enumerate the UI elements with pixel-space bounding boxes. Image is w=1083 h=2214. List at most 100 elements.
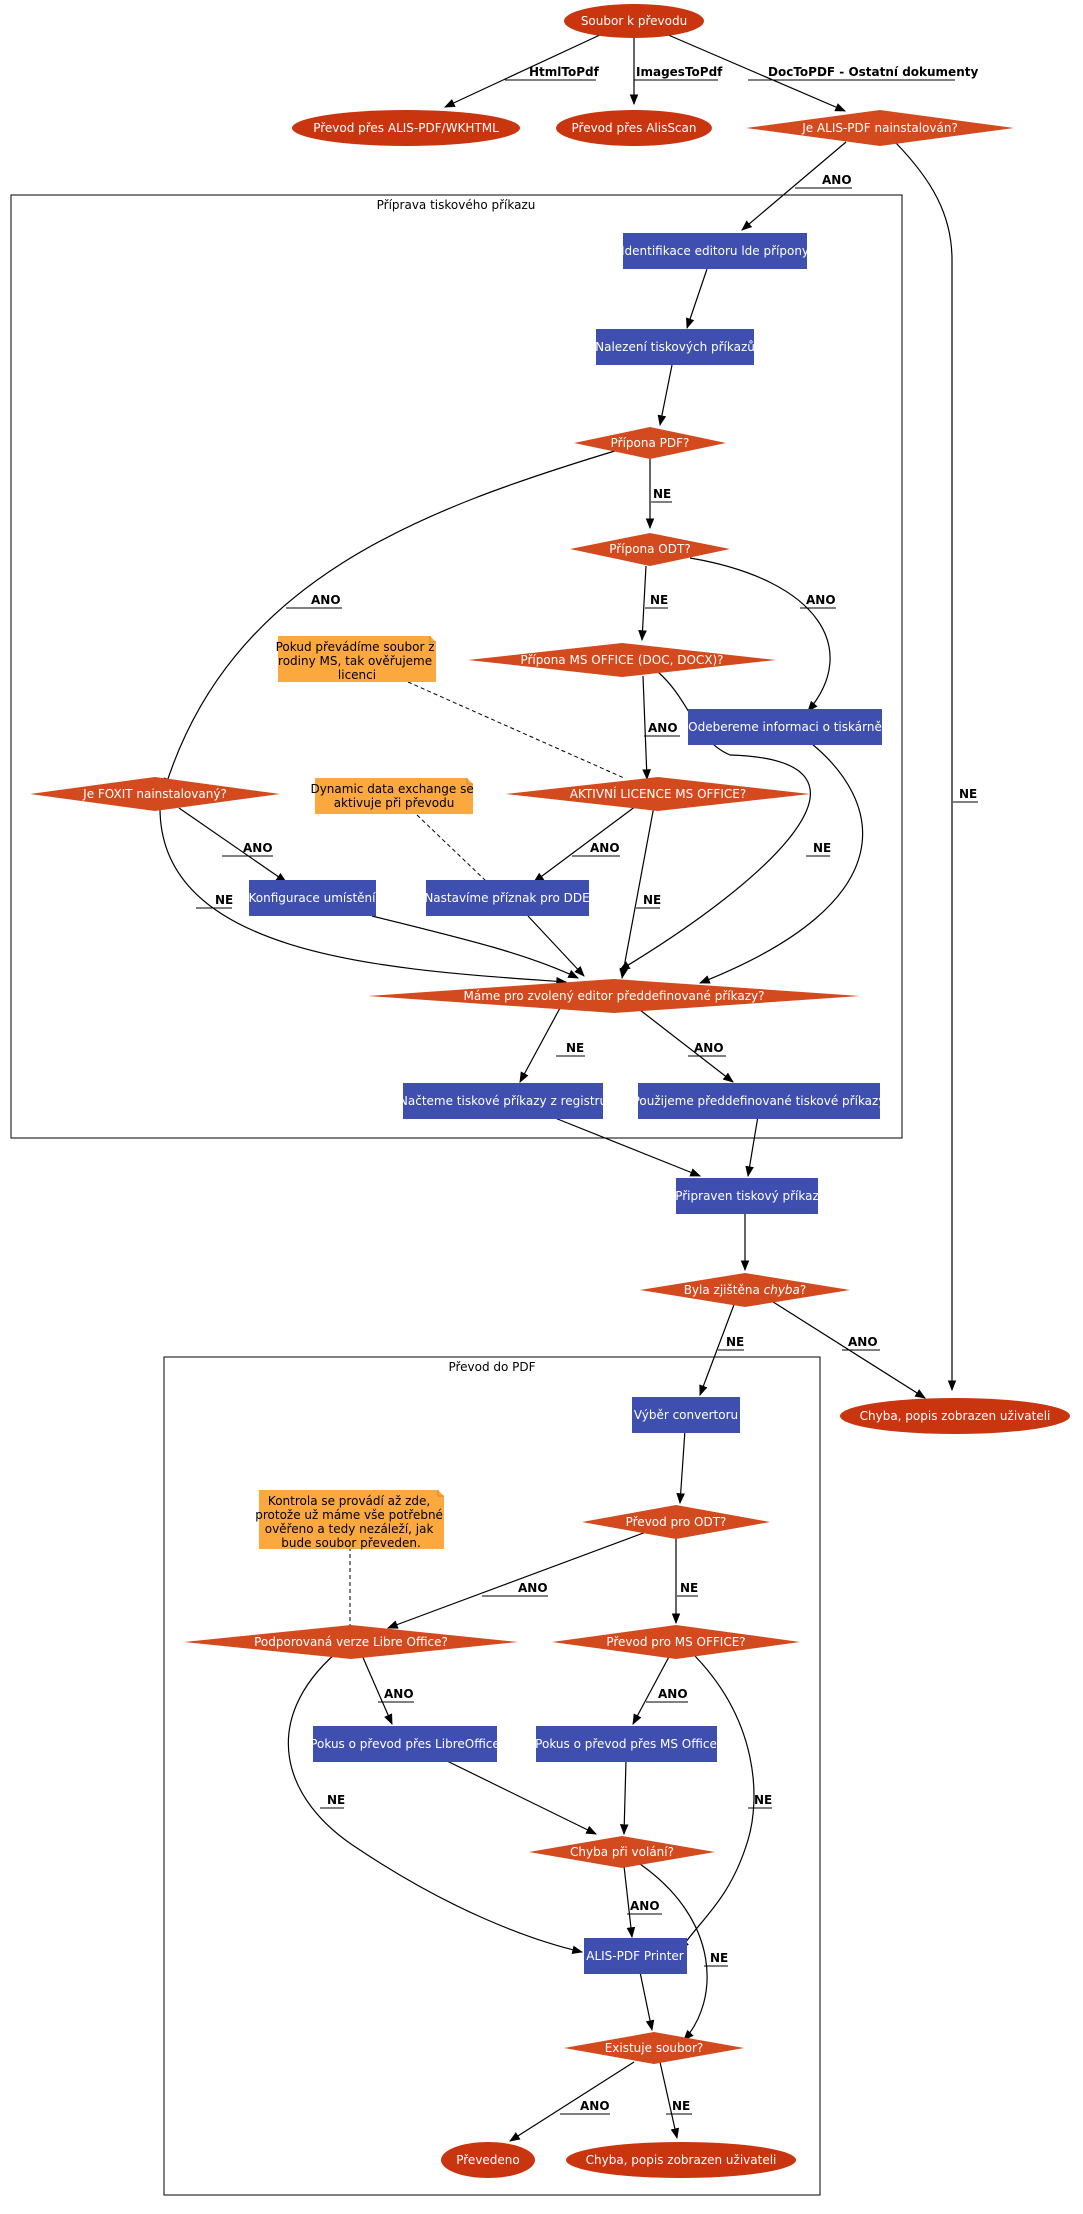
node-ext-pdf xyxy=(574,427,726,459)
node-start xyxy=(564,4,704,38)
node-alisscan xyxy=(556,110,712,146)
cluster-prep-title: Příprava tiskového příkazu xyxy=(377,198,536,212)
cluster-convert xyxy=(163,1356,821,2196)
edge-lo-trylo xyxy=(360,1652,393,1725)
note-ms-license xyxy=(278,636,436,682)
edge-convms-printer xyxy=(679,1650,755,1951)
edge-convodt-lo xyxy=(386,1531,647,1629)
node-converted xyxy=(441,2142,535,2178)
node-dde-flag-label: Nastavíme příznak pro DDE xyxy=(424,891,589,905)
label-callerror-yes: ANO xyxy=(630,1899,660,1913)
node-printer-info xyxy=(688,709,882,745)
note-dde-text: Dynamic data exchange se aktivuje při př… xyxy=(310,782,477,810)
edge-dde-predefined xyxy=(527,915,585,977)
label-lo-no: NE xyxy=(327,1793,345,1807)
label-extodt-no: NE xyxy=(650,593,668,607)
node-ms-license-label: AKTIVNÍ LICENCE MS OFFICE? xyxy=(570,786,746,801)
note-lo xyxy=(259,1490,444,1549)
node-printer-info-label: Odebereme informaci o tiskárně xyxy=(688,720,882,734)
label-doctopdf: DocToPDF - Ostatní dokumenty xyxy=(768,65,978,79)
node-identify-label: Identifikace editoru lde přípony xyxy=(621,244,809,258)
edge-findcmds-extpdf xyxy=(657,364,673,427)
label-htmltopdf: HtmlToPdf xyxy=(529,65,600,79)
node-converter-select-label: Výběr convertoru xyxy=(634,1408,738,1422)
edge-labels: HtmlToPdf ImagesToPdf DocToPDF - Ostatní… xyxy=(196,65,978,2115)
node-config xyxy=(249,880,376,916)
node-foxit xyxy=(30,777,280,811)
node-foxit-label: Je FOXIT nainstalovaný? xyxy=(82,787,227,801)
node-call-error-label: Chyba při volání? xyxy=(570,1845,674,1859)
node-cmd-ready xyxy=(676,1178,818,1214)
node-error-user-1 xyxy=(840,1398,1070,1434)
node-conv-ms xyxy=(552,1625,800,1659)
node-call-error xyxy=(529,1836,715,1868)
label-convms-yes: ANO xyxy=(658,1687,688,1701)
node-ext-odt xyxy=(570,533,730,566)
label-extms-yes: ANO xyxy=(648,721,678,735)
edge-extodt-extms xyxy=(638,565,647,642)
label-extodt-yes: ANO xyxy=(806,593,836,607)
node-try-lo xyxy=(313,1726,497,1762)
node-lo-supported-label: Podporovaná verze Libre Office? xyxy=(254,1635,448,1649)
node-start-label: Soubor k převodu xyxy=(581,14,687,28)
cluster-prep xyxy=(10,194,903,1139)
note-link-license xyxy=(407,681,625,779)
node-conv-odt-label: Převod pro ODT? xyxy=(626,1515,727,1529)
label-fileexists-yes: ANO xyxy=(580,2099,610,2113)
node-lo-supported xyxy=(184,1625,518,1659)
edge-converter-convodt xyxy=(676,1429,686,1505)
label-license-yes: ANO xyxy=(590,841,620,855)
note-link-dde xyxy=(416,814,488,883)
node-try-lo-label: Pokus o převod přes LibreOffice xyxy=(310,1737,500,1751)
node-conv-odt xyxy=(582,1505,770,1539)
node-wkhtml xyxy=(292,110,520,146)
label-extms-no: NE xyxy=(813,841,831,855)
edge-foxit-config xyxy=(178,807,287,883)
node-config-label: Konfigurace umístění xyxy=(249,891,377,905)
edge-extodt-printerinfo xyxy=(689,557,831,712)
label-license-no: NE xyxy=(643,893,661,907)
edge-printerinfo-predefined xyxy=(698,743,864,984)
edge-license-predefined xyxy=(619,805,655,980)
label-fileexists-no: NE xyxy=(672,2099,690,2113)
node-find-cmds xyxy=(596,329,754,365)
label-predefined-yes: ANO xyxy=(694,1041,724,1055)
node-error-found xyxy=(640,1273,850,1307)
node-find-cmds-label: Nalezení tiskových příkazů xyxy=(595,340,755,354)
edge-license-dde xyxy=(533,805,637,883)
node-ext-ms xyxy=(468,643,776,677)
edge-extms-license xyxy=(642,675,651,781)
node-try-ms xyxy=(536,1726,717,1762)
note-ms-license-text: Pokud převádíme soubor z rodiny MS, tak … xyxy=(276,640,439,682)
edge-foxit-predefined xyxy=(159,807,568,986)
node-error-user-2 xyxy=(566,2142,796,2178)
label-foxit-no: NE xyxy=(215,893,233,907)
node-ext-pdf-label: Přípona PDF? xyxy=(611,436,690,450)
node-cmd-ready-label: Připraven tiskový příkaz xyxy=(675,1189,819,1203)
edge-convms-tryms xyxy=(632,1652,672,1725)
label-imagestopdf: ImagesToPdf xyxy=(636,65,723,79)
node-alis-printer xyxy=(584,1938,687,1974)
edge-start-wkhtml xyxy=(444,33,603,108)
edge-callerror-fileexists xyxy=(639,1863,708,2041)
label-errorfound-no: NE xyxy=(726,1335,744,1349)
label-extpdf-no: NE xyxy=(653,487,671,501)
edge-tryms-callerror xyxy=(619,1759,629,1836)
edge-errorfound-error xyxy=(769,1299,926,1399)
edge-lo-printer xyxy=(287,1652,584,1955)
edge-callerror-printer xyxy=(623,1865,636,1939)
label-errorfound-yes: ANO xyxy=(848,1335,878,1349)
node-use-predefined-label: Použijeme předdefinované tiskové příkazy xyxy=(633,1094,886,1108)
edge-identify-findcmds xyxy=(686,268,708,330)
node-wkhtml-label: Převod přes ALIS-PDF/WKHTML xyxy=(313,121,499,135)
note-lo-text: Kontrola se provádí až zde, protože už m… xyxy=(255,1494,447,1550)
node-dde-flag xyxy=(426,880,589,916)
edge-use-ready xyxy=(745,1115,759,1178)
node-ms-license xyxy=(506,777,810,811)
edge-alis-installed-error xyxy=(894,141,957,1392)
label-predefined-no: NE xyxy=(566,1041,584,1055)
node-alis-installed xyxy=(746,110,1014,146)
node-conv-ms-label: Převod pro MS OFFICE? xyxy=(606,1635,745,1649)
node-identify xyxy=(623,233,807,269)
